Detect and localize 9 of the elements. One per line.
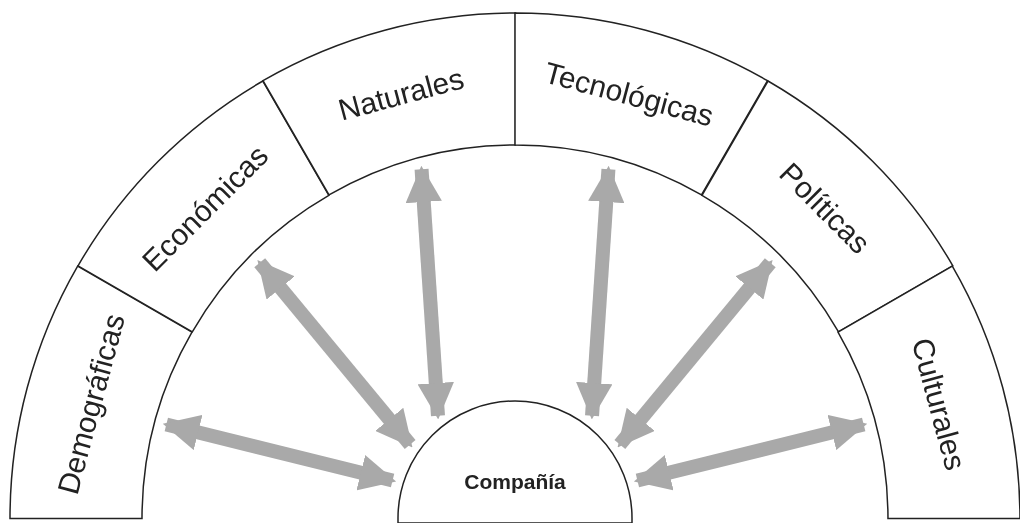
double-arrow	[162, 414, 397, 491]
double-arrow	[254, 258, 416, 450]
double-arrow	[633, 414, 868, 491]
double-arrow	[576, 165, 625, 420]
double-arrow	[405, 165, 454, 420]
company-label: Compañía	[464, 468, 566, 495]
double-arrow	[614, 258, 776, 450]
segment-label: Naturales	[334, 60, 469, 129]
segment-label: Culturales	[904, 333, 974, 476]
